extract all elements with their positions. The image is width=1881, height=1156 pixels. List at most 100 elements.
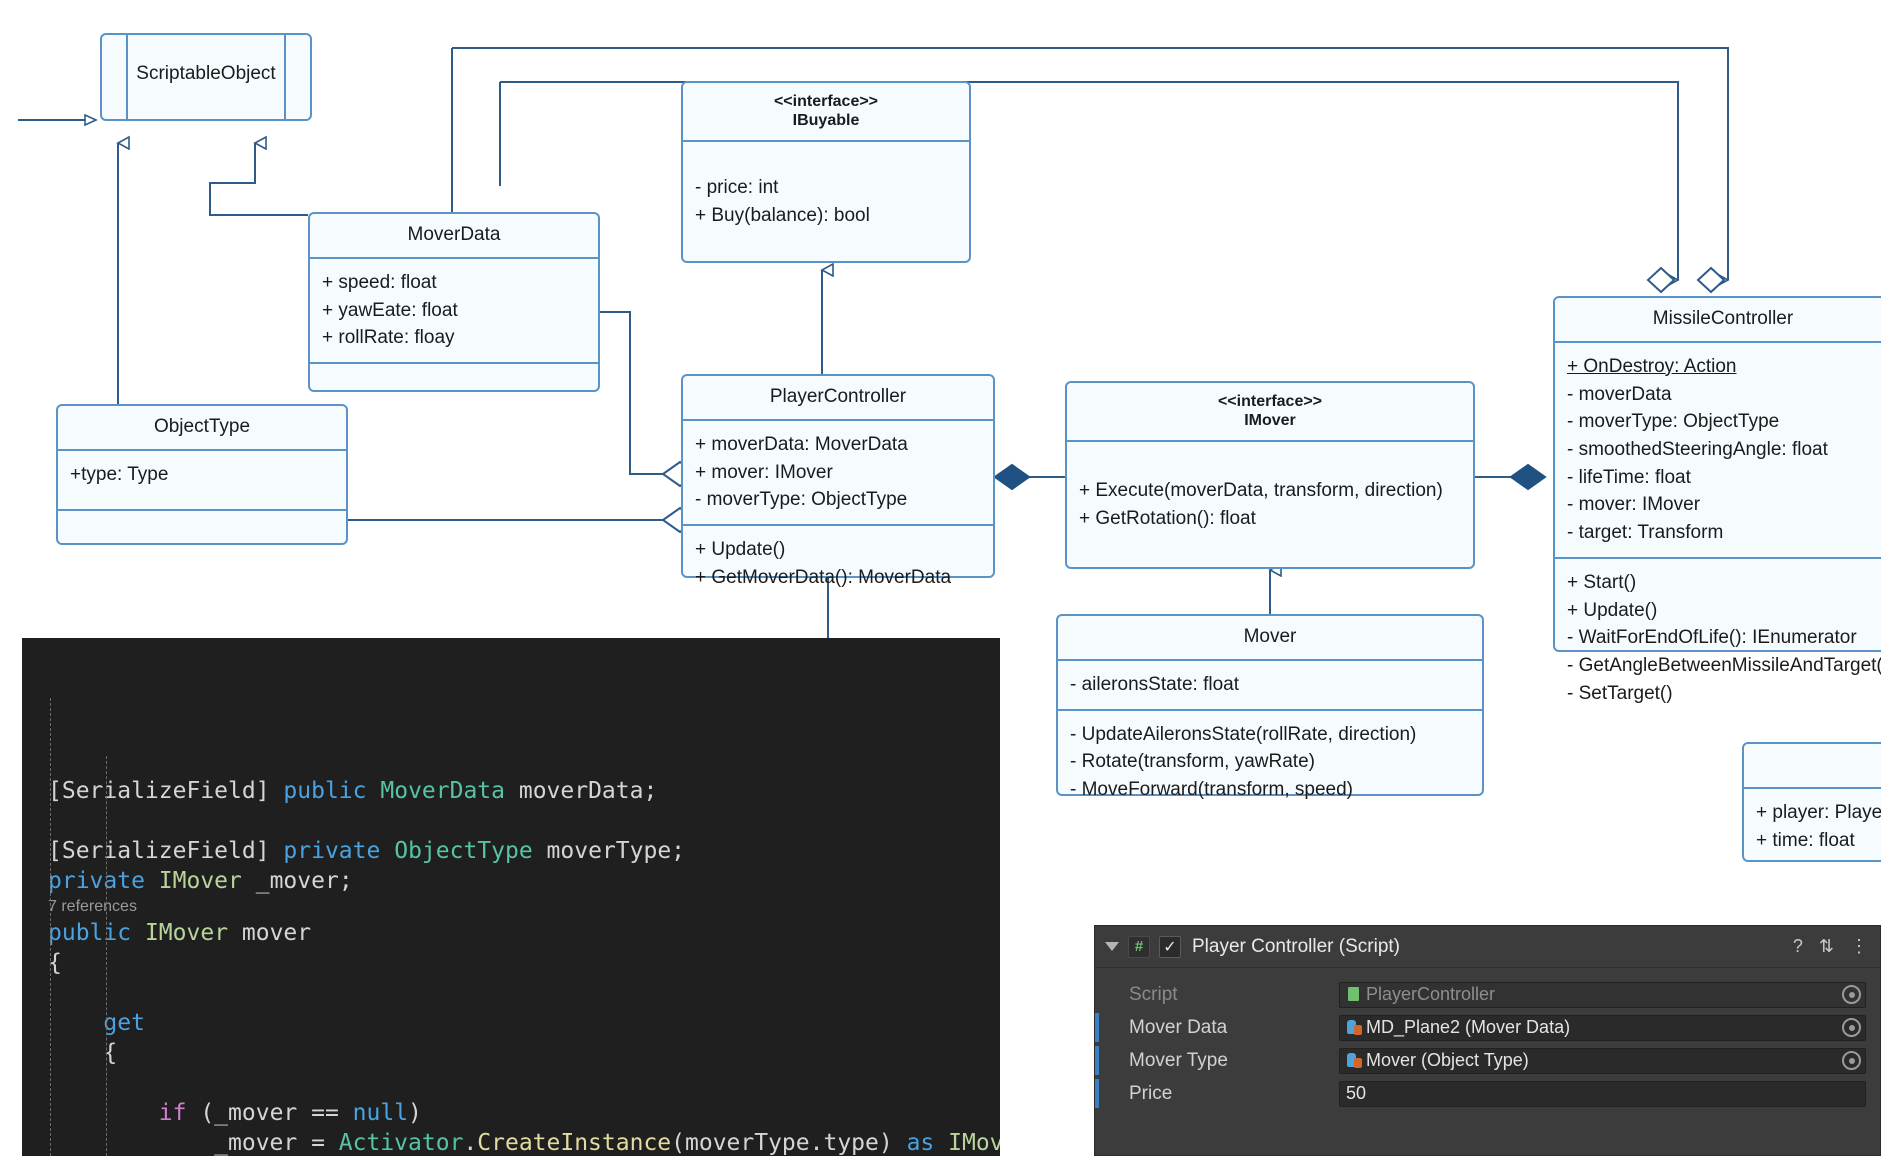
code-line: { [48, 950, 62, 976]
uml-class-missilecontroller[interactable]: MissileController + OnDestroy: Action - … [1553, 296, 1881, 704]
aggregation-diamond-mc-b [1696, 266, 1726, 294]
uml-class-clipped[interactable]: + player: Player + time: float [1742, 742, 1881, 862]
attribute-row: + time: float [1756, 829, 1855, 851]
frame-bar-right [284, 35, 286, 119]
property-value: PlayerController [1366, 984, 1496, 1004]
composition-diamond-mc [1509, 463, 1547, 491]
code-editor-panel[interactable]: [SerializeField] public MoverData moverD… [22, 638, 1000, 1156]
uml-class-mover[interactable]: Mover - aileronsState: float - UpdateAil… [1056, 614, 1484, 800]
property-value: MD_Plane2 (Mover Data) [1366, 1017, 1571, 1037]
code-line: private IMover _mover; [48, 868, 353, 894]
attribute-row: + mover: IMover [695, 461, 833, 483]
class-title: ObjectType [153, 416, 251, 437]
method-row: - Rotate(transform, yawRate) [1070, 751, 1315, 773]
property-label: Price [1129, 1082, 1173, 1104]
composition-diamond-pc [993, 463, 1031, 491]
component-enabled-checkbox[interactable]: ✓ [1159, 935, 1181, 958]
inspector-row[interactable]: Mover Data MD_Plane2 (Mover Data) [1095, 1011, 1866, 1044]
object-field[interactable]: Mover (Object Type) [1339, 1047, 1866, 1074]
foldout-triangle-icon[interactable] [1105, 942, 1119, 951]
attribute-row: + speed: float [322, 271, 437, 293]
text-field[interactable]: 50 [1339, 1080, 1866, 1107]
attributes-compartment: + speed: float + yawEate: float + rollRa… [310, 256, 598, 362]
class-title: PlayerController [769, 386, 907, 407]
code-line [22, 806, 1000, 836]
inspector-header[interactable]: # ✓ Player Controller (Script) ? ⇅ ⋮ [1095, 926, 1880, 968]
unity-inspector-panel[interactable]: # ✓ Player Controller (Script) ? ⇅ ⋮ Scr… [1094, 925, 1881, 1156]
attribute-row: - aileronsState: float [1070, 673, 1239, 695]
attributes-compartment: + player: Player + time: float [1744, 786, 1881, 864]
stereotype: <<interface>> [1217, 393, 1323, 410]
attribute-row: - smoothedSteeringAngle: float [1567, 439, 1828, 460]
help-icon[interactable]: ? [1792, 936, 1803, 956]
inspector-row[interactable]: Script PlayerController [1095, 978, 1866, 1011]
attribute-row-static: + OnDestroy: Action [1567, 355, 1737, 377]
method-row: - GetAngleBetweenMissileAndTarget() [1567, 655, 1881, 677]
method-row: + Update() [1567, 599, 1658, 621]
aggregation-diamond-mc-a [1646, 266, 1676, 294]
attribute-row: + player: Player [1756, 801, 1881, 823]
csharp-script-icon: # [1128, 935, 1150, 958]
class-title: <<interface>> IBuyable [683, 83, 969, 140]
member-row: + Buy(balance): bool [695, 204, 870, 226]
method-row: + Start() [1567, 571, 1637, 593]
interface-name: IBuyable [792, 112, 860, 130]
scriptable-object-asset-icon [1346, 1019, 1363, 1036]
method-row: - UpdateAileronsState(rollRate, directio… [1070, 723, 1417, 745]
attributes-compartment: + moverData: MoverData + mover: IMover -… [683, 418, 993, 524]
inspector-row[interactable]: Price 50 [1095, 1077, 1866, 1110]
context-menu-icon[interactable]: ⋮ [1850, 936, 1868, 956]
uml-class-playercontroller[interactable]: PlayerController + moverData: MoverData … [681, 374, 995, 588]
attribute-row: - moverData [1567, 383, 1672, 405]
code-line: public IMover mover [48, 920, 312, 946]
prefab-override-marker [1095, 1046, 1099, 1075]
method-row: - SetTarget() [1567, 682, 1673, 704]
code-line: get [103, 1010, 145, 1036]
methods-compartment: + Update() + GetMoverData(): MoverData [683, 524, 993, 601]
code-line: [SerializeField] public MoverData moverD… [48, 778, 658, 804]
uml-interface-ibuyable[interactable]: <<interface>> IBuyable - price: int + Bu… [681, 81, 971, 263]
methods-compartment: - UpdateAileronsState(rollRate, directio… [1058, 708, 1482, 814]
class-title: MoverData [407, 224, 501, 245]
member-row: + Execute(moverData, transform, directio… [1079, 479, 1443, 501]
object-picker-icon[interactable] [1842, 1018, 1861, 1037]
code-reference-lens: 7 references [48, 898, 137, 915]
prefab-override-marker [1095, 1079, 1099, 1108]
method-row: + GetMoverData(): MoverData [695, 566, 952, 588]
object-picker-icon[interactable] [1842, 985, 1861, 1004]
stereotype: <<interface>> [773, 93, 879, 110]
uml-class-moverdata[interactable]: MoverData + speed: float + yawEate: floa… [308, 212, 600, 392]
uml-class-scriptableobject[interactable]: ScriptableObject [100, 33, 312, 121]
attribute-row: - moverType: ObjectType [695, 489, 908, 511]
object-field[interactable]: PlayerController [1339, 981, 1866, 1008]
object-field[interactable]: MD_Plane2 (Mover Data) [1339, 1014, 1866, 1041]
method-row: - WaitForEndOfLife(): IEnumerator [1567, 627, 1857, 649]
property-value: Mover (Object Type) [1366, 1050, 1529, 1070]
class-title: Mover [1243, 626, 1297, 647]
code-line: { [103, 1040, 118, 1066]
class-title: MissileController [1652, 308, 1794, 329]
class-title: <<interface>> IMover [1067, 383, 1473, 440]
member-row: + GetRotation(): float [1079, 507, 1256, 529]
class-title: ScriptableObject [136, 63, 276, 84]
uml-interface-imover[interactable]: <<interface>> IMover + Execute(moverData… [1065, 381, 1475, 569]
object-picker-icon[interactable] [1842, 1051, 1861, 1070]
preset-icon[interactable]: ⇅ [1818, 936, 1834, 956]
code-line [22, 1068, 1000, 1098]
attribute-row: + yawEate: float [322, 299, 458, 321]
uml-class-objecttype[interactable]: ObjectType +type: Type [56, 404, 348, 545]
class-title [1744, 744, 1881, 787]
attribute-row: +type: Type [70, 463, 169, 485]
indent-guide [50, 698, 51, 1156]
member-row: - price: int [695, 176, 779, 198]
property-value: 50 [1346, 1083, 1367, 1103]
members-compartment: + Execute(moverData, transform, directio… [1067, 440, 1473, 567]
code-line: if (_mover == null) [158, 1100, 422, 1126]
methods-compartment [310, 362, 598, 396]
interface-name: IMover [1244, 412, 1296, 430]
property-label: Script [1129, 983, 1178, 1005]
property-label: Mover Data [1129, 1016, 1228, 1038]
